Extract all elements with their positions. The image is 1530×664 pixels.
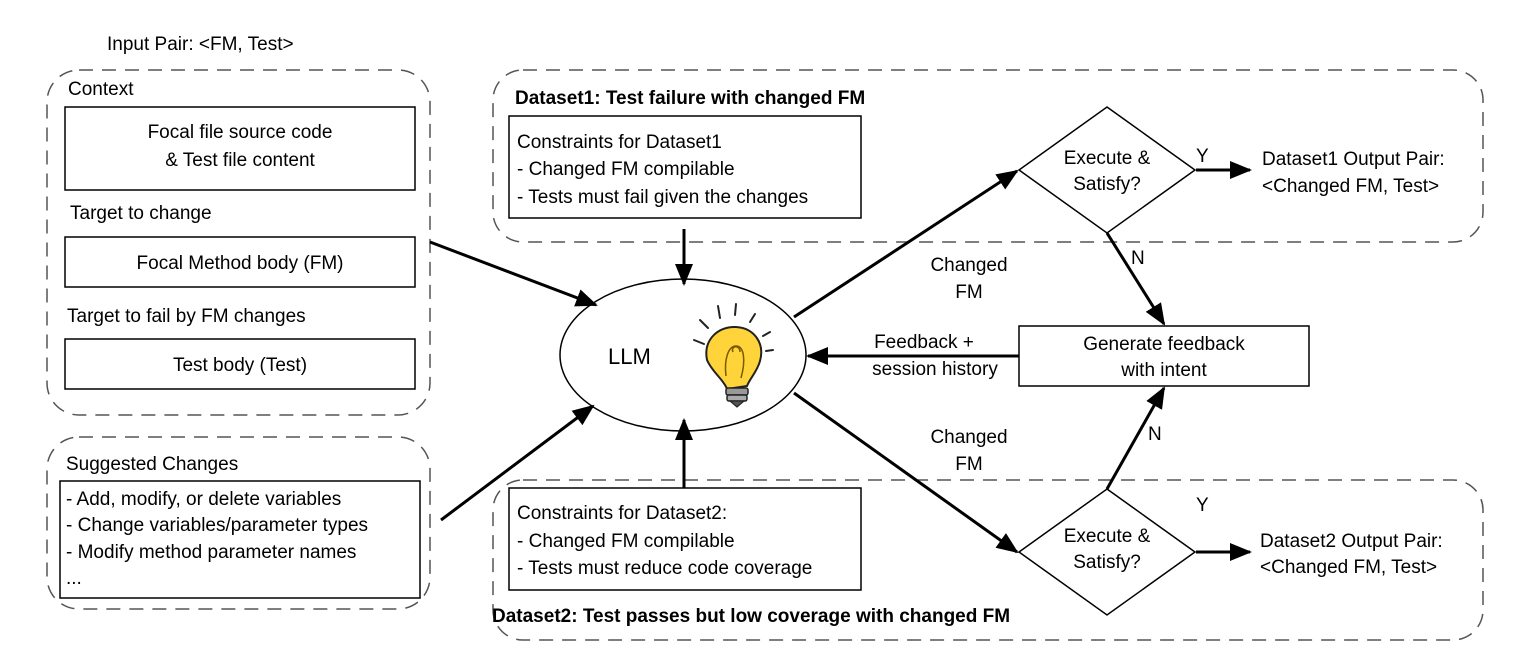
source-code-line-1: Focal file source code (148, 122, 333, 143)
changed-fm-upper-line-1: Changed (930, 255, 1007, 276)
feedback-edge-line-2: session history (872, 359, 998, 380)
context-title: Context (68, 79, 134, 100)
llm-node (559, 278, 807, 432)
dataset1-output-line-1: Dataset1 Output Pair: (1262, 149, 1445, 170)
decision-2-line-1: Execute & (1064, 526, 1151, 547)
decision1-yes-label: Y (1196, 146, 1209, 167)
source-code-box (64, 106, 416, 191)
decision-1-line-1: Execute & (1064, 148, 1151, 169)
dataset1-constraints-line: - Changed FM compilable (517, 159, 735, 180)
llm-to-decision1-arrow (793, 169, 1019, 319)
dataset2-output-line-1: Dataset2 Output Pair: (1260, 531, 1443, 552)
target-fail-label: Target to fail by FM changes (67, 306, 306, 327)
decision2-yes-label: Y (1196, 495, 1209, 516)
suggested-change-item: - Add, modify, or delete variables (66, 489, 341, 510)
focal-method-text: Focal Method body (FM) (137, 253, 344, 274)
dataset2-output-line-2: <Changed FM, Test> (1260, 557, 1437, 578)
dataset1-constraints-line: - Tests must fail given the changes (517, 187, 808, 208)
suggested-changes-title: Suggested Changes (66, 454, 238, 475)
dataset2-constraints-line: Constraints for Dataset2: (517, 503, 727, 524)
decision2-no-label: N (1148, 424, 1162, 445)
dataset2-constraints-box (508, 487, 862, 591)
lightbulb-icon (693, 303, 774, 408)
input-pair-label: Input Pair: <FM, Test> (107, 34, 294, 55)
dataset1-constraints-box (508, 115, 862, 219)
suggested-change-item: - Modify method parameter names (66, 542, 356, 563)
decision-1-line-2: Satisfy? (1073, 174, 1141, 195)
decision1-no-label: N (1131, 248, 1145, 269)
suggested-change-item: ... (66, 568, 82, 589)
focal-method-box (64, 236, 416, 288)
changed-fm-lower-line-2: FM (955, 454, 982, 475)
feedback-box-line-2: with intent (1120, 360, 1207, 381)
dataset2-constraints-line: - Changed FM compilable (517, 531, 735, 552)
dataset2-constraints-line: - Tests must reduce code coverage (517, 558, 812, 579)
changed-fm-upper-line-2: FM (955, 282, 982, 303)
llm-to-decision2-arrow (793, 391, 1019, 554)
context-to-llm-arrow (429, 240, 598, 307)
test-body-box (64, 338, 416, 390)
dataset2-title: Dataset2: Test passes but low coverage w… (492, 606, 1010, 627)
dataset2-group (492, 479, 1484, 641)
dataset1-output-line-2: <Changed FM, Test> (1262, 176, 1439, 197)
test-body-text: Test body (Test) (173, 355, 307, 376)
suggested-changes-box (59, 480, 421, 599)
changed-fm-lower-line-1: Changed (930, 427, 1007, 448)
suggested-change-item: - Change variables/parameter types (66, 515, 368, 536)
dataset1-constraints-line: Constraints for Dataset1 (517, 132, 722, 153)
suggested-changes-group (46, 436, 431, 610)
feedback-box-line-1: Generate feedback (1083, 334, 1245, 355)
decision2-no-arrow (1105, 386, 1166, 490)
decision-2-line-2: Satisfy? (1073, 552, 1141, 573)
llm-label: LLM (608, 344, 651, 369)
dataset1-group (492, 69, 1484, 243)
target-change-label: Target to change (70, 203, 212, 224)
decision-diamond-1 (1017, 106, 1197, 234)
decision1-no-arrow (1105, 232, 1166, 326)
feedback-edge-line-1: Feedback + (874, 332, 974, 353)
dataset1-title: Dataset1: Test failure with changed FM (515, 88, 865, 109)
decision-diamond-2 (1017, 488, 1197, 616)
feedback-box (1018, 325, 1310, 387)
suggested-to-llm-arrow (440, 404, 595, 522)
source-code-line-2: & Test file content (165, 150, 315, 171)
